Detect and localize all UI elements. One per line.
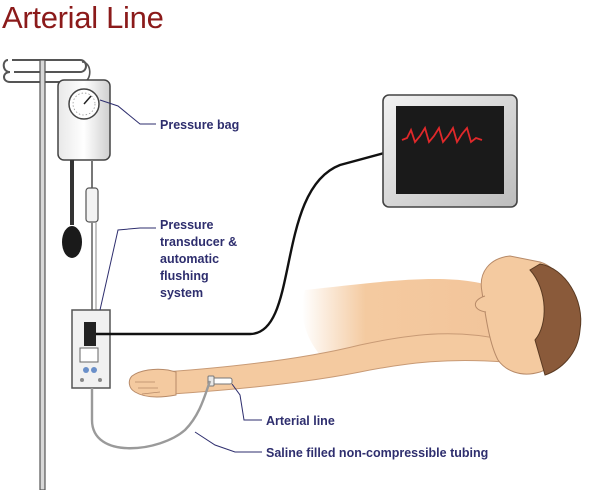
label-transducer-line-5: system bbox=[160, 286, 203, 300]
pressure-gauge-icon bbox=[68, 88, 100, 120]
monitor-icon bbox=[382, 94, 518, 208]
saline-tubing bbox=[90, 380, 212, 450]
label-transducer-line-4: flushing bbox=[160, 269, 209, 283]
pressure-transducer bbox=[71, 309, 111, 389]
page-title: Arterial Line bbox=[2, 0, 164, 35]
inflation-bulb-icon bbox=[62, 226, 82, 258]
label-transducer-line-1: Pressure bbox=[160, 218, 214, 232]
monitor-cable bbox=[96, 150, 389, 336]
label-transducer-line-3: automatic bbox=[160, 252, 219, 266]
label-arterial-line: Arterial line bbox=[266, 414, 335, 428]
pressure-bag bbox=[57, 79, 111, 310]
label-pressure-bag: Pressure bag bbox=[160, 118, 239, 132]
iv-pole bbox=[2, 59, 91, 490]
leader-lines bbox=[99, 99, 262, 453]
arterial-catheter bbox=[207, 375, 233, 387]
patient bbox=[128, 255, 582, 398]
label-tubing: Saline filled non-compressible tubing bbox=[266, 446, 488, 460]
arterial-waveform bbox=[401, 125, 483, 145]
label-transducer-line-2: transducer & bbox=[160, 235, 237, 249]
